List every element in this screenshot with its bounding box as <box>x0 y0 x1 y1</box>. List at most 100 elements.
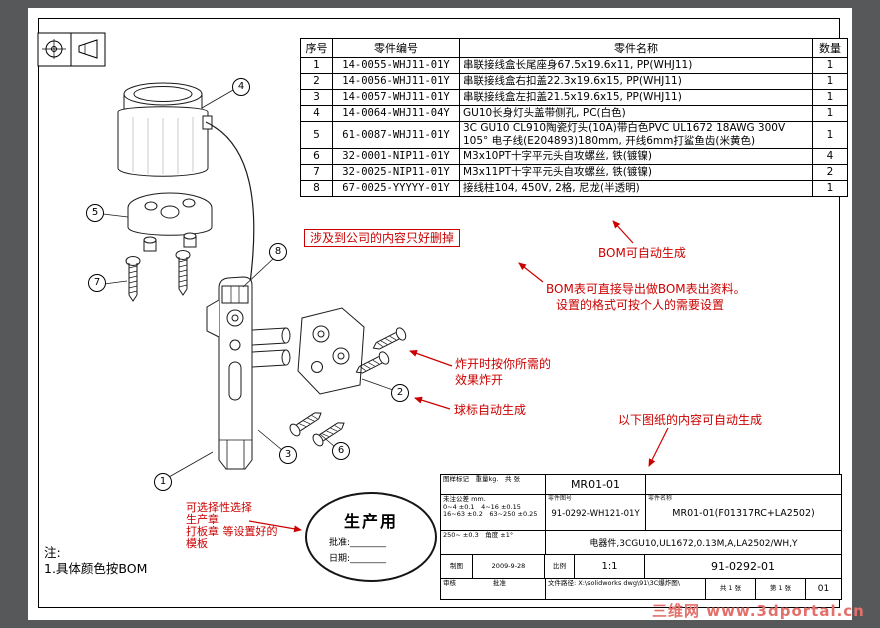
bom-row: 2 14-0056-WHJ11-01Y 串联接线盒右扣盖22.3x19.6x15… <box>300 73 848 90</box>
note-balloon-auto: 球标自动生成 <box>454 403 527 417</box>
tb-tol-1: 未注公差 mm. <box>443 495 486 503</box>
bom-cell-no: 2 <box>300 73 333 90</box>
bom-header-no: 序号 <box>300 38 333 58</box>
bom-row: 3 14-0057-WHJ11-01Y 串联接线盒左扣盖21.5x19.6x15… <box>300 89 848 106</box>
production-stamp: 生产用 批准:________ 日期:________ <box>305 492 437 582</box>
bom-cell-part-no: 14-0057-WHJ11-01Y <box>332 89 460 106</box>
bom-cell-part-no: 14-0056-WHJ11-01Y <box>332 73 460 90</box>
bom-cell-qty: 4 <box>812 148 848 165</box>
sheet-frame <box>38 18 840 608</box>
tb-drawing-no: 91-0292-01 <box>711 560 775 573</box>
bom-cell-qty: 1 <box>812 57 848 74</box>
bom-row: 6 32-0001-NIP11-01Y M3x10PT十字平元头自攻螺丝, 铁(… <box>300 148 848 165</box>
tb-part-name-label: 零件名称 <box>648 495 673 502</box>
bom-row: 4 14-0064-WHJ11-04Y GU10长身灯头盖带侧孔, PC(白色)… <box>300 105 848 122</box>
tb-approve-label: 批准 <box>493 579 506 587</box>
balloon-2: 2 <box>391 384 409 402</box>
tb-tolerances: 未注公差 mm. 0~4 ±0.1 4~16 ±0.15 16~63 ±0.2 … <box>441 495 546 530</box>
balloon-4: 4 <box>232 78 250 96</box>
tb-check-label: 审核 <box>443 579 456 587</box>
drawing-notes: 注: 1.具体颜色按BOM <box>44 545 147 577</box>
bom-row: 8 67-0025-YYYYY-01Y 接线柱104, 450V, 2格, 尼龙… <box>300 180 848 197</box>
bom-cell-name: 接线柱104, 450V, 2格, 尼龙(半透明) <box>459 180 813 197</box>
note-stamp-4: 模板 <box>186 537 208 550</box>
bom-cell-part-no: 32-0025-NIP11-01Y <box>332 164 460 181</box>
bom-cell-part-no: 14-0055-WHJ11-01Y <box>332 57 460 74</box>
stamp-title: 生产用 <box>343 512 398 531</box>
tb-scale: 1:1 <box>575 555 645 578</box>
tb-tol-4: 250~ ±0.3 角度 ±1° <box>441 531 546 554</box>
note-bom-export-2: 设置的格式可按个人的需要设置 <box>556 298 725 312</box>
balloon-1: 1 <box>154 473 172 491</box>
title-block: 图样标记 重量kg. 共 张 MR01-01 未注公差 mm. 0~4 ±0.1… <box>440 474 842 600</box>
balloon-8: 8 <box>269 243 287 261</box>
bom-cell-qty: 1 <box>812 105 848 122</box>
bom-row: 1 14-0055-WHJ11-01Y 串联接线盒长尾座身67.5x19.6x1… <box>300 57 848 74</box>
note-stamp-2: 生产章 <box>186 513 219 526</box>
stamp-approve: 批准:________ <box>329 538 387 548</box>
bom-cell-qty: 1 <box>812 89 848 106</box>
tb-path: X:\solidworks dwg\91\3C爆炸图\ <box>578 579 680 587</box>
bom-cell-no: 6 <box>300 148 333 165</box>
bom-cell-name: GU10长身灯头盖带侧孔, PC(白色) <box>459 105 813 122</box>
tb-sheets-total: 共 1 张 <box>706 579 756 599</box>
note-company-deleted: 涉及到公司的内容只好删掉 <box>304 229 461 247</box>
stamp-date: 日期:________ <box>329 554 387 564</box>
tb-part-no: 91-0292-WH121-01Y <box>551 508 640 519</box>
bom-cell-no: 8 <box>300 180 333 197</box>
tb-sheet-no: 第 1 张 <box>756 579 806 599</box>
bom-table: 序号 零件编号 零件名称 数量 1 14-0055-WHJ11-01Y 串联接线… <box>300 38 848 197</box>
balloon-5: 5 <box>86 204 104 222</box>
bom-cell-qty: 1 <box>812 73 848 90</box>
bom-cell-name: M3x11PT十字平元头自攻螺丝, 铁(镀镍) <box>459 164 813 181</box>
tb-tol-2: 0~4 ±0.1 4~16 ±0.15 <box>443 502 521 511</box>
note-explode-2: 效果炸开 <box>455 373 504 387</box>
note-bom-auto: BOM可自动生成 <box>598 246 686 260</box>
bom-cell-part-no: 32-0001-NIP11-01Y <box>332 148 460 165</box>
note-bom-export-1: BOM表可直接导出做BOM表出资料。 <box>546 282 746 296</box>
balloon-3: 3 <box>279 446 297 464</box>
tb-version: 01 <box>817 584 830 594</box>
tb-scale-label: 比例 <box>545 555 575 578</box>
note-explode-1: 炸开时按你所需的 <box>455 357 552 371</box>
bom-cell-part-no: 14-0064-WHJ11-04Y <box>332 105 460 122</box>
bom-header-name: 零件名称 <box>459 38 813 58</box>
tb-part-no-label: 零件图号 <box>548 495 573 502</box>
bom-cell-qty: 1 <box>812 180 848 197</box>
bom-cell-no: 7 <box>300 164 333 181</box>
bom-cell-qty: 2 <box>812 164 848 181</box>
note-below-auto: 以下图纸的内容可自动生成 <box>618 413 763 427</box>
balloon-6: 6 <box>332 442 350 460</box>
tb-model: MR01-01 <box>546 475 646 494</box>
tb-draw-date: 2009-9-28 <box>473 555 545 578</box>
notes-line1: 1.具体颜色按BOM <box>44 561 148 576</box>
note-stamp-1: 可选择性选择 <box>186 501 252 514</box>
bom-cell-part-no: 67-0025-YYYYY-01Y <box>332 180 460 197</box>
bom-cell-no: 1 <box>300 57 333 74</box>
tb-blank <box>646 475 841 494</box>
note-stamp-3: 打板章 等设置好的 <box>186 525 278 538</box>
tb-product: 电器件,3CGU10,UL1672,0.13M,A,LA2502/WH,Y <box>589 539 798 549</box>
bom-cell-part-no: 61-0087-WHJ11-01Y <box>332 121 460 149</box>
bom-header-part-no: 零件编号 <box>332 38 460 58</box>
bom-header-qty: 数量 <box>812 38 848 58</box>
bom-row: 5 61-0087-WHJ11-01Y 3C GU10 CL910陶瓷灯头(10… <box>300 121 848 149</box>
tb-path-label: 文件路径: <box>548 579 577 587</box>
balloon-7: 7 <box>88 274 106 292</box>
bom-header-row: 序号 零件编号 零件名称 数量 <box>300 38 848 58</box>
bom-cell-name: M3x10PT十字平元头自攻螺丝, 铁(镀镍) <box>459 148 813 165</box>
bom-cell-name: 串联接线盒左扣盖21.5x19.6x15, PP(WHJ11) <box>459 89 813 106</box>
bom-row: 7 32-0025-NIP11-01Y M3x11PT十字平元头自攻螺丝, 铁(… <box>300 164 848 181</box>
bom-cell-no: 3 <box>300 89 333 106</box>
tb-part-name: MR01-01(F01317RC+LA2502) <box>672 508 815 519</box>
notes-title: 注: <box>44 545 61 560</box>
bom-cell-no: 4 <box>300 105 333 122</box>
bom-cell-qty: 1 <box>812 121 848 149</box>
bom-cell-name: 3C GU10 CL910陶瓷灯头(10A)带白色PVC UL1672 18AW… <box>459 121 813 149</box>
bom-cell-name: 串联接线盒右扣盖22.3x19.6x15, PP(WHJ11) <box>459 73 813 90</box>
bom-cell-no: 5 <box>300 121 333 149</box>
watermark: 三维网 www.3dportal.cn <box>652 602 865 620</box>
tb-tol-3: 16~63 ±0.2 63~250 ±0.25 <box>443 510 538 518</box>
